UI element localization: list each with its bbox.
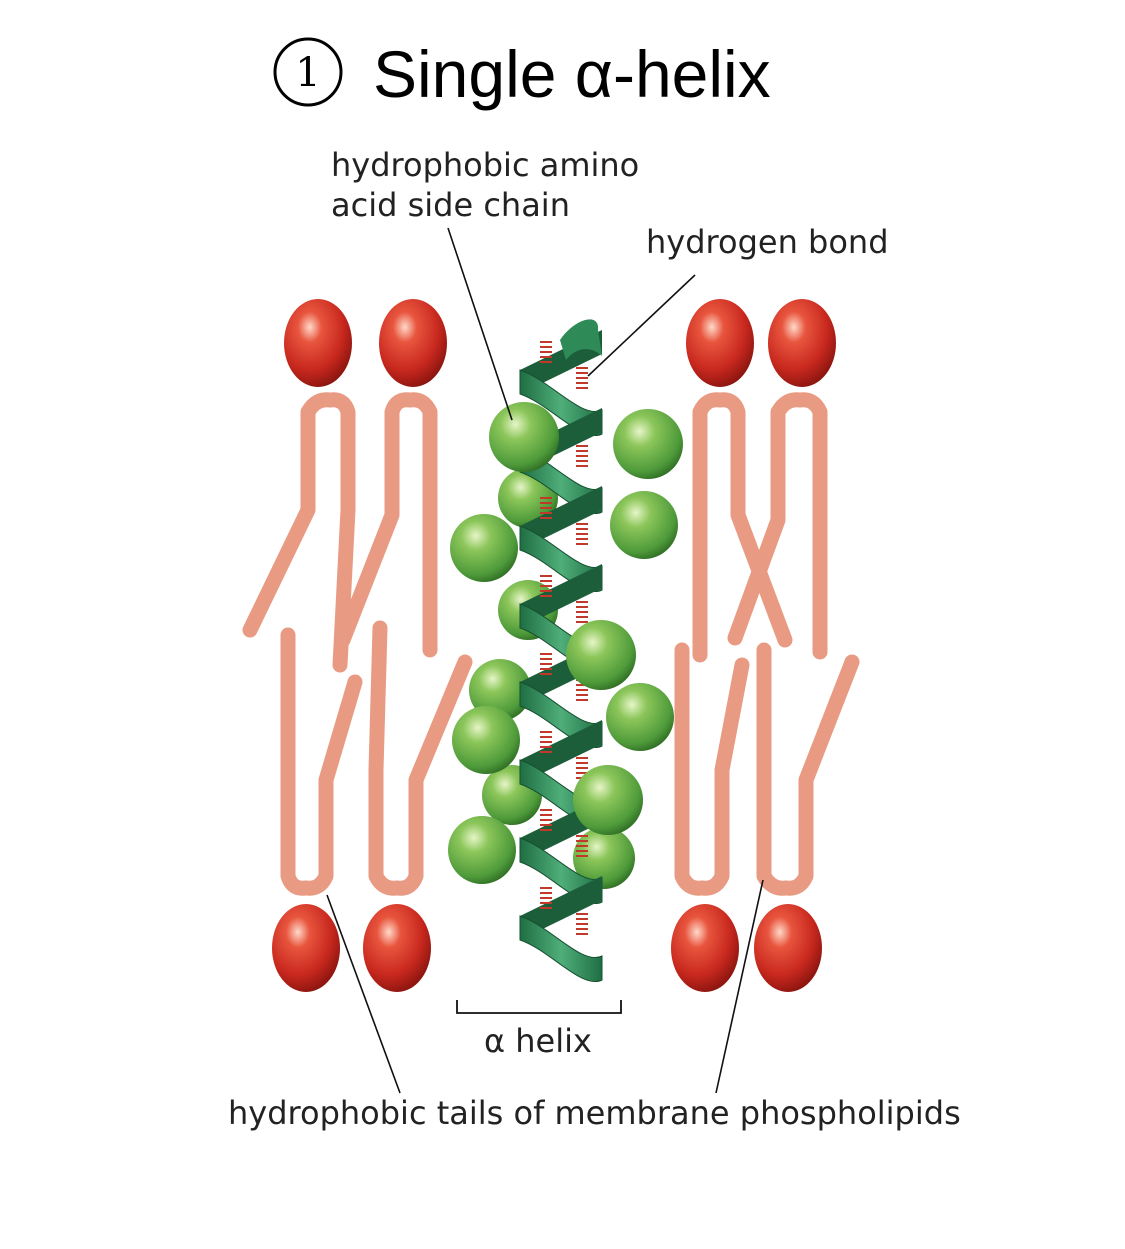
phospholipid-heads	[272, 299, 836, 992]
side-chain	[448, 816, 516, 884]
tails-leader-right	[715, 879, 764, 1094]
phosphate-head	[379, 299, 447, 387]
lipid-tail	[778, 654, 860, 896]
helix-back-strand	[520, 720, 602, 784]
lipid-tail	[694, 657, 750, 896]
tails-label: hydrophobic tails of membrane phospholip…	[228, 1094, 961, 1132]
phosphate-head	[768, 299, 836, 387]
lipid-tail	[280, 627, 314, 896]
side-chain	[573, 827, 635, 889]
title: 1 Single α-helix	[273, 37, 771, 111]
page-title: Single α-helix	[373, 37, 771, 111]
side-chains-front	[448, 402, 683, 884]
title-number: 1	[295, 50, 320, 96]
alpha-helix-label: α helix	[484, 1022, 592, 1060]
side-chain-label-line1: hydrophobic amino	[331, 146, 639, 184]
lipid-tail	[298, 674, 363, 896]
tails-leader-left	[326, 894, 401, 1094]
lipid-tails	[242, 392, 860, 896]
phosphate-head	[363, 904, 431, 992]
lipid-tail	[389, 654, 473, 896]
helix-top-curl	[560, 319, 602, 360]
phosphate-head	[671, 904, 739, 992]
lipid-tail	[402, 392, 438, 658]
side-chain	[469, 659, 531, 721]
phosphate-head	[272, 904, 340, 992]
lipid-tail	[792, 392, 828, 660]
hydrogen-bond-leader	[587, 274, 696, 377]
phosphate-head	[686, 299, 754, 387]
lipid-tail	[322, 392, 356, 673]
side-chain	[573, 765, 643, 835]
lipid-tail	[756, 642, 794, 896]
alpha-helix-bracket	[456, 1000, 622, 1014]
hydrogen-bonds	[540, 341, 588, 935]
side-chain-label-line2: acid side chain	[331, 186, 570, 224]
side-chain-leader	[447, 227, 513, 421]
side-chain	[450, 514, 518, 582]
side-chain	[452, 706, 520, 774]
helix-back-strand	[520, 564, 602, 628]
phosphate-head	[754, 904, 822, 992]
phosphate-head	[284, 299, 352, 387]
side-chain	[613, 409, 683, 479]
helix-front-strand	[519, 915, 603, 983]
side-chain	[610, 491, 678, 559]
lipid-tail	[712, 392, 793, 648]
title-number-circle	[273, 37, 343, 107]
lipid-tail	[692, 392, 728, 663]
side-chain	[566, 620, 636, 690]
side-chain	[606, 683, 674, 751]
hydrogen-bond-label: hydrogen bond	[646, 223, 889, 261]
lipid-tail	[674, 642, 710, 896]
lipid-tail	[242, 392, 338, 638]
side-chain	[489, 402, 559, 472]
helix-back-strand	[520, 876, 602, 940]
labels: hydrophobic amino acid side chain hydrog…	[228, 146, 961, 1132]
leader-lines	[326, 227, 764, 1094]
alpha-helix-ribbon	[519, 319, 603, 983]
lipid-tail	[368, 620, 405, 896]
helix-back-strand	[520, 486, 602, 550]
